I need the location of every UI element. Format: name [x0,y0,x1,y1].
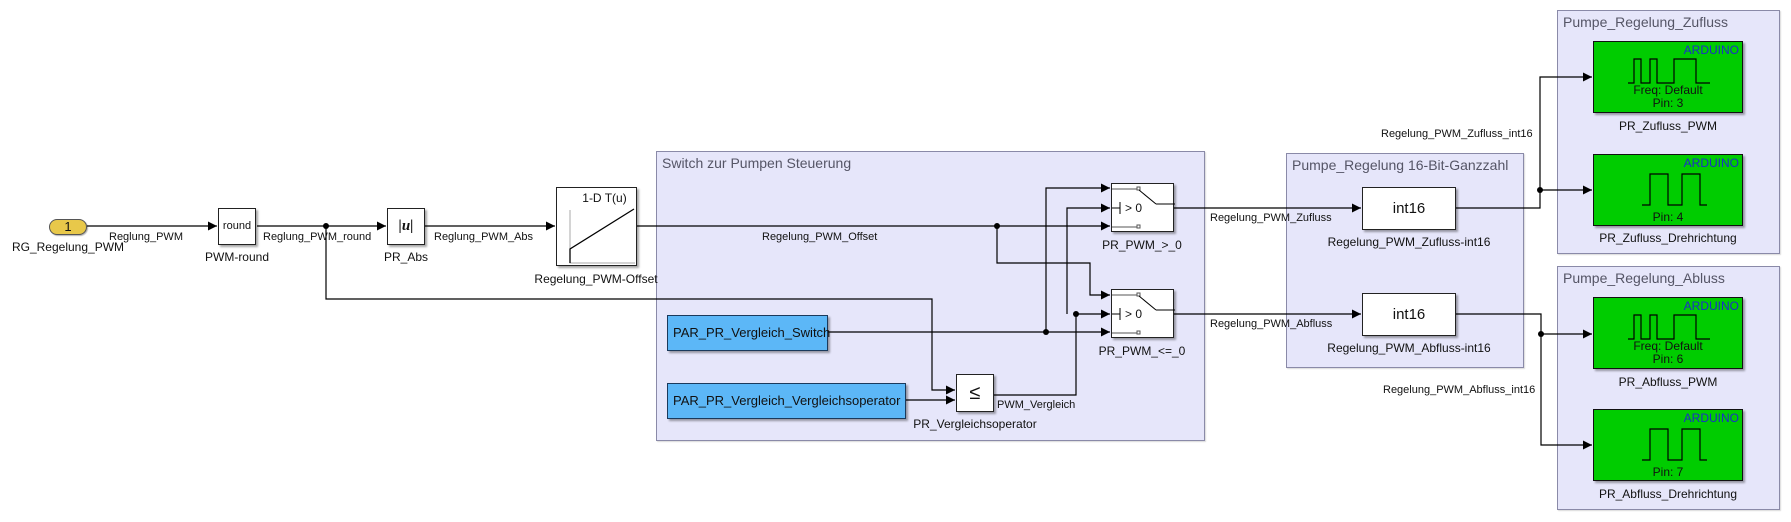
arduino-brand: ARDUINO [1683,411,1739,425]
lookup-curve-icon [569,208,635,264]
compare-block[interactable]: ≤ [956,374,994,412]
block-label: PR_Vergleichsoperator [913,417,1037,431]
signal-label: Regelung_PWM_Abfluss [1210,318,1333,330]
pwm-wave-icon [1628,314,1710,340]
branch-point [1538,331,1544,337]
area-title: Pumpe_Regelung 16-Bit-Ganzzahl [1292,157,1509,173]
lookup-table-block[interactable]: 1-D T(u) [556,187,637,266]
constant-vergleichsoperator[interactable]: PAR_PR_Vergleich_Vergleichsoperator [667,383,906,419]
area-title: Switch zur Pumpen Steuerung [662,155,852,171]
arduino-dir-zufluss[interactable]: ARDUINO Pin: 4 [1593,154,1743,226]
compare-operator: ≤ [969,382,981,404]
signal-label: Regelung_PWM_Zufluss_int16 [1381,128,1533,140]
block-text: 1-D T(u) [582,191,627,205]
round-block[interactable]: round [218,208,256,245]
branch-point [323,223,329,229]
arduino-pwm-abfluss[interactable]: ARDUINO Freq: Default Pin: 6 [1593,297,1743,369]
arduino-pwm-zufluss[interactable]: ARDUINO Freq: Default Pin: 3 [1593,41,1743,113]
arduino-brand: ARDUINO [1683,156,1739,170]
block-text: round [222,220,252,232]
area-title: Pumpe_Regelung_Abluss [1563,270,1725,286]
inport-number: 1 [64,219,72,234]
block-label: PR_Zufluss_Drehrichtung [1599,231,1737,245]
arduino-freq: Freq: Default [1633,83,1703,97]
block-label: PR_Abfluss_Drehrichtung [1598,487,1738,501]
constant-text: PAR_PR_Vergleich_Vergleichsoperator [673,393,901,408]
signal-label: Regelung_PWM_Offset [762,231,878,243]
area-title: Pumpe_Regelung_Zufluss [1563,14,1728,30]
block-label: Regelung_PWM_Abfluss-int16 [1327,341,1491,355]
block-label: PWM-round [204,250,270,264]
pwm-wave-icon [1628,58,1710,84]
block-label: PR_PWM_>_0 [1102,238,1182,252]
switch-icon [1112,186,1175,229]
switch-block-pos[interactable]: > 0 [1111,183,1175,232]
arduino-freq: Freq: Default [1633,339,1703,353]
signal-label: PWM_Vergleich [997,399,1076,411]
arduino-pin: Pin: 4 [1652,210,1684,224]
arduino-dir-abfluss[interactable]: ARDUINO Pin: 7 [1593,409,1743,481]
signal-label: Regelung_PWM_Zufluss [1210,212,1332,224]
inport-block[interactable]: 1 [49,219,87,235]
block-label: Regelung_PWM-Offset [534,272,658,286]
block-label: PR_Abs [383,250,429,264]
int16-convert-abfluss[interactable]: int16 [1362,293,1456,336]
block-label: Regelung_PWM_Zufluss-int16 [1327,235,1491,249]
arduino-pin: Pin: 6 [1652,352,1684,366]
arduino-brand: ARDUINO [1683,299,1739,313]
int16-convert-zufluss[interactable]: int16 [1362,187,1456,230]
block-label: PR_Abfluss_PWM [1618,375,1718,389]
signal-label: Reglung_PWM [109,231,183,243]
constant-vergleich-switch[interactable]: PAR_PR_Vergleich_Switch [667,315,831,351]
block-label: PR_Zufluss_PWM [1618,119,1718,133]
switch-threshold: > 0 [1125,307,1143,321]
block-text: int16 [1392,200,1426,217]
signal-label: Regelung_PWM_Abfluss_int16 [1383,384,1536,396]
signal-label: Reglung_PWM_Abs [434,231,534,243]
switch-block-neg[interactable]: > 0 [1111,289,1175,338]
arduino-brand: ARDUINO [1683,43,1739,57]
digital-wave-icon [1642,428,1707,461]
signal-label: Reglung_PWM_round [263,231,372,243]
switch-icon [1112,292,1175,335]
inport-label: RG_Regelung_PWM [11,240,125,254]
constant-text: PAR_PR_Vergleich_Switch [673,325,831,340]
block-text: int16 [1392,306,1426,323]
switch-threshold: > 0 [1125,201,1143,215]
arduino-pin: Pin: 7 [1652,465,1684,479]
branch-point [1537,187,1543,193]
digital-wave-icon [1642,173,1707,206]
block-label: PR_PWM_<=_0 [1098,344,1186,358]
arduino-pin: Pin: 3 [1652,96,1684,110]
block-text: |u| [398,218,414,234]
abs-block[interactable]: |u| [387,208,425,245]
